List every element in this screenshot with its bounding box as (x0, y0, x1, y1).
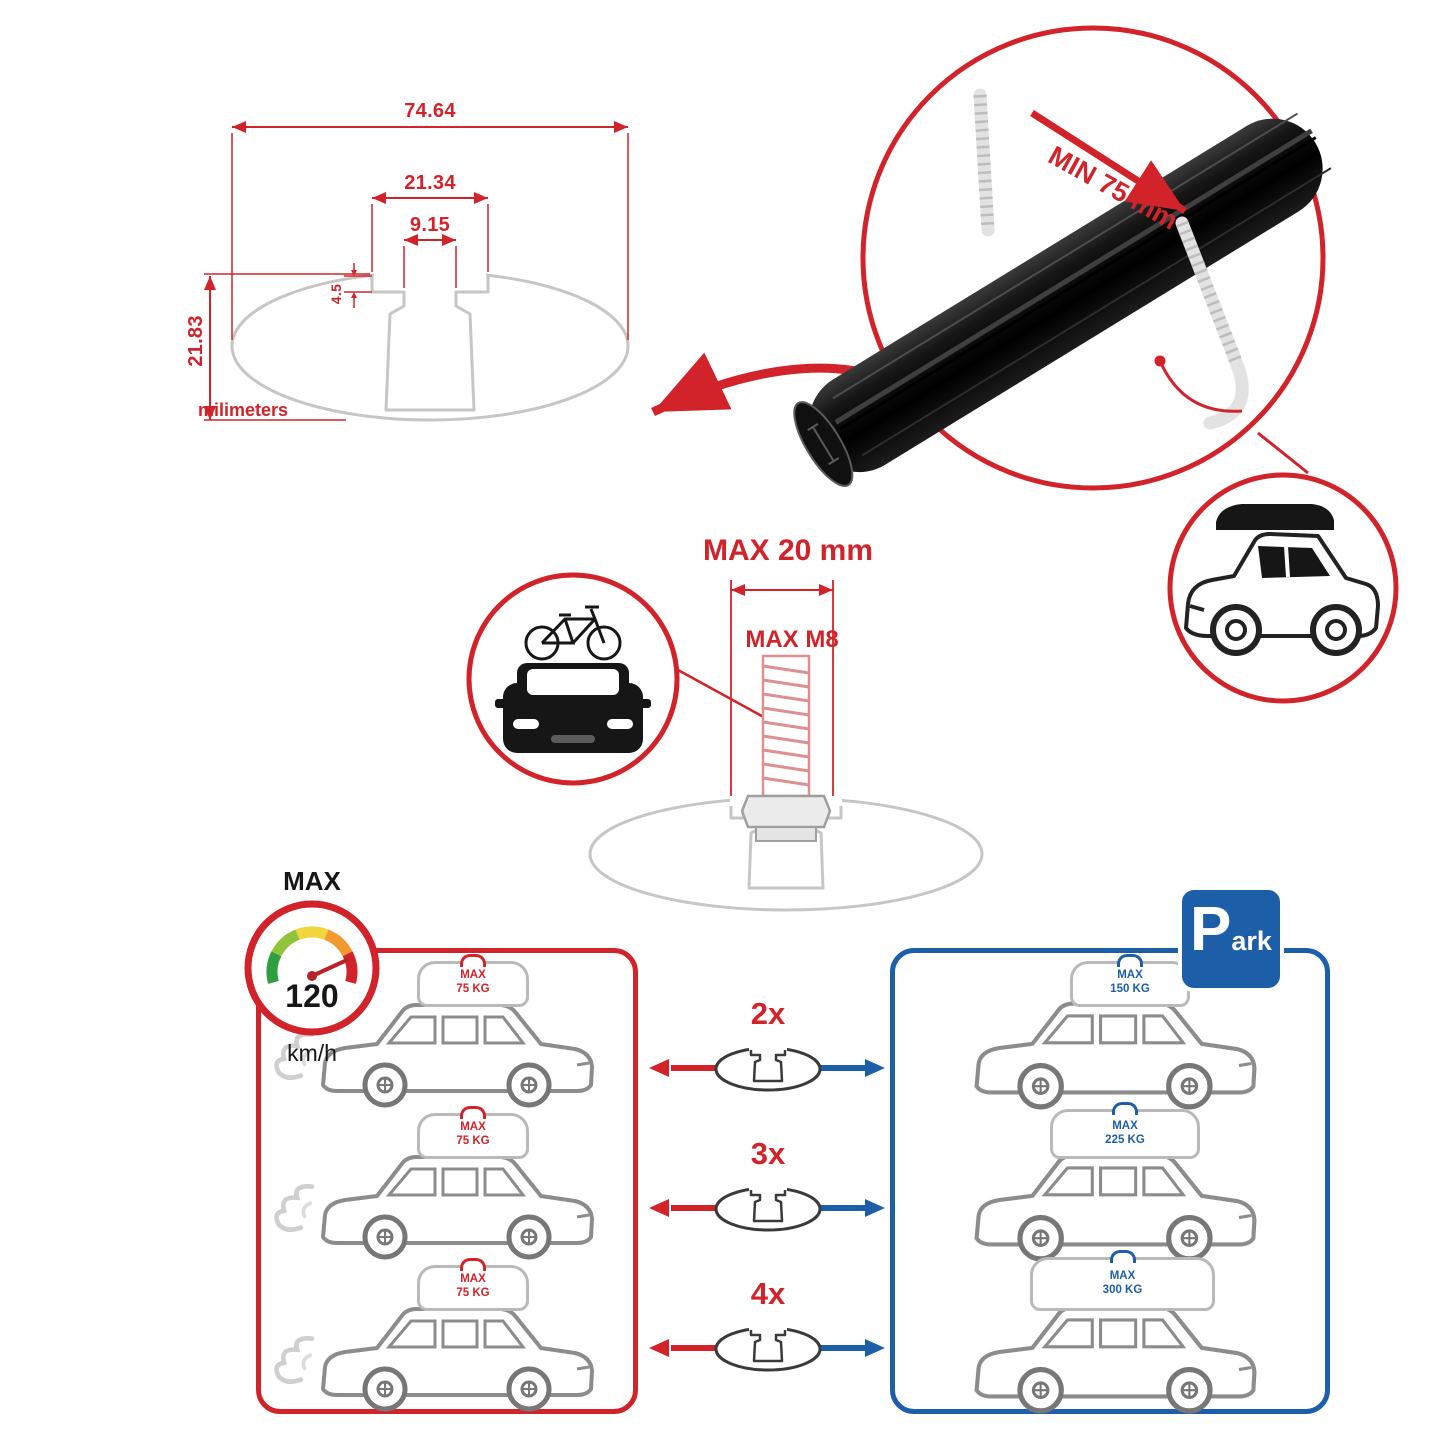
gauge-needle (310, 958, 349, 978)
strap-icon (1117, 954, 1143, 967)
crossbar-count-row (649, 1324, 885, 1372)
strap-icon (460, 954, 486, 967)
multiplier-label: 4x (750, 1276, 786, 1311)
load-value: 75 KG (456, 1135, 490, 1148)
speed-units: km/h (287, 1040, 337, 1066)
min-75-arrow (1030, 110, 1187, 214)
u-bolt-icon (973, 88, 995, 237)
suv-with-roofbox-icon (1184, 504, 1380, 656)
clamp-point-dot (1154, 355, 1166, 367)
multiplier-label: 2x (750, 996, 786, 1031)
park-sign-letter: P (1190, 895, 1232, 964)
strap-icon (460, 1106, 486, 1119)
park-sign-suffix: ark (1231, 926, 1272, 956)
crossbar-3d-detail (793, 25, 1332, 491)
roof-cargo-bag: MAX 300 KG (1030, 1250, 1215, 1311)
load-label: MAX (460, 969, 486, 981)
car-with-roof-load: MAX 150 KG (915, 954, 1315, 1109)
mounting-bolt-icon (740, 654, 832, 842)
speedometer-icon (244, 900, 380, 1036)
load-value: 75 KG (456, 1287, 490, 1300)
speed-max-label: MAX (283, 866, 341, 896)
load-value: 150 KG (1110, 983, 1150, 996)
profile-diagram-graphic (204, 121, 630, 422)
roof-cargo-bag: MAX 75 KG (417, 1258, 529, 1311)
load-label: MAX (460, 1273, 486, 1285)
car-with-roof-load: MAX 75 KG (267, 954, 633, 1109)
strap-icon (1109, 1250, 1136, 1263)
bicycle-icon (524, 605, 622, 661)
roof-cargo-bag: MAX 75 KG (417, 954, 529, 1007)
profile-t-channel (370, 276, 490, 412)
roof-cargo-bag: MAX 225 KG (1050, 1102, 1200, 1159)
multiplier-label: 3x (750, 1136, 786, 1171)
crossbar-count-row (649, 1184, 885, 1232)
left-arrow-icon (649, 1339, 669, 1357)
driving-load-panel: MAX 75 KG MAX 75 KG MAX 75 KG (256, 948, 638, 1414)
dim-lip-depth: 4.5 (328, 283, 344, 305)
units-label: milimeters (198, 400, 289, 420)
max-thread-label: MAX M8 (745, 626, 839, 653)
circle-connector (1257, 431, 1309, 475)
crossbar-count-row (649, 1044, 885, 1092)
car-front-icon (495, 663, 651, 753)
dim-slot-width: 9.15 (409, 214, 451, 236)
load-value: 300 KG (1102, 1284, 1143, 1297)
bolt-detail-graphic (588, 580, 984, 912)
roof-cargo-bag: MAX 75 KG (417, 1106, 529, 1159)
bike-car-detail (466, 572, 680, 786)
strap-icon (1112, 1102, 1138, 1115)
right-arrow-icon (865, 1059, 885, 1077)
speed-value: 120 (285, 978, 339, 1014)
strap-icon (460, 1258, 486, 1271)
load-label: MAX (1109, 1270, 1136, 1282)
car-with-roof-load: MAX 75 KG (267, 1258, 633, 1413)
dim-total-height: 21.83 (185, 315, 207, 367)
leader-line (677, 668, 770, 722)
dim-total-width: 74.64 (404, 100, 456, 122)
clamp-highlight-line (1158, 360, 1243, 413)
right-arrow-icon (865, 1199, 885, 1217)
u-bolt-front-icon (1175, 216, 1249, 430)
roof-cargo-bag: MAX 150 KG (1070, 954, 1190, 1007)
load-value: 75 KG (456, 983, 490, 996)
max-bolt-length-label: MAX 20 mm (702, 534, 874, 567)
speed-limit-widget: MAX 120 km/h (237, 866, 387, 1076)
load-label: MAX (1117, 969, 1143, 981)
load-label: MAX (1112, 1120, 1138, 1132)
right-arrow-icon (865, 1339, 885, 1357)
left-arrow-icon (649, 1199, 669, 1217)
parked-load-panel: MAX 150 KG MAX 225 KG MAX 300 KG (890, 948, 1330, 1414)
car-with-roof-load: MAX 225 KG (915, 1102, 1315, 1259)
load-label: MAX (460, 1121, 486, 1133)
load-value: 225 KG (1105, 1134, 1145, 1147)
car-with-roof-load: MAX 300 KG (915, 1250, 1315, 1409)
left-arrow-icon (649, 1059, 669, 1077)
crossbar-3d-icon (793, 112, 1332, 487)
car-with-roof-load: MAX 75 KG (267, 1106, 633, 1261)
dim-channel-width: 21.34 (404, 172, 456, 194)
profile-dimension-diagram: 74.64 21.34 9.15 4.5 21.83 milimeters (140, 80, 700, 450)
suv-roofbox-detail (1167, 472, 1399, 704)
